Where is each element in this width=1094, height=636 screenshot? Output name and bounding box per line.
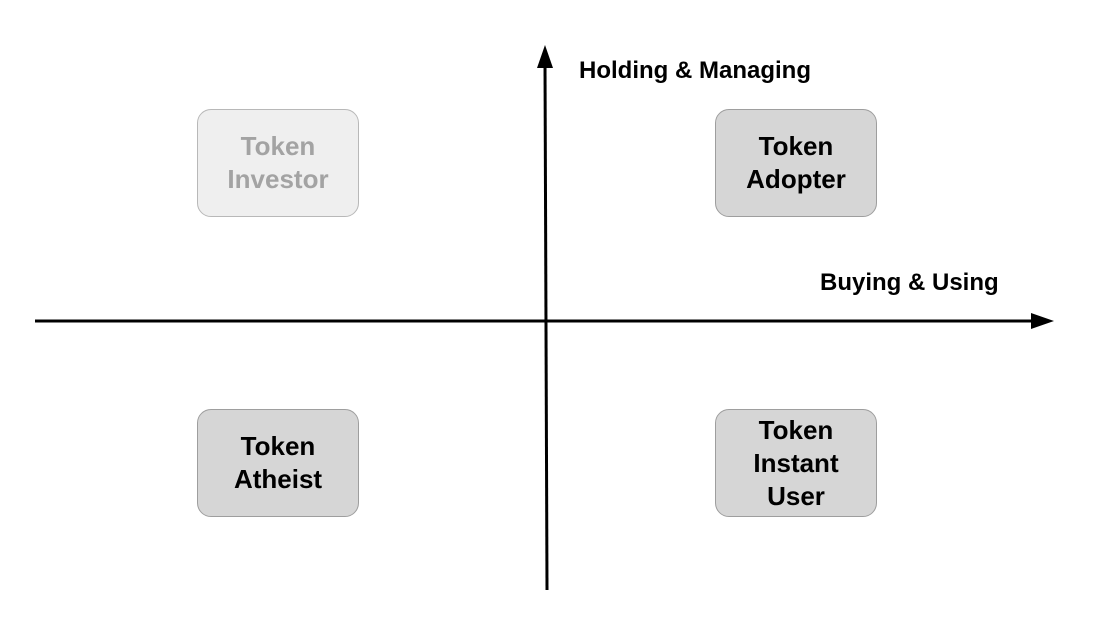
box-label-line: Token	[240, 131, 316, 161]
token-adopter-box: Token Adopter	[715, 109, 877, 217]
box-label-line: Token	[758, 131, 834, 161]
box-label-line: Investor	[227, 164, 329, 194]
horizontal-axis-arrowhead	[1031, 313, 1054, 329]
box-label-line: Instant	[753, 447, 839, 478]
box-label-line: Token	[758, 414, 834, 445]
vertical-axis-line	[543, 63, 549, 591]
token-investor-box: Token Investor	[197, 109, 359, 217]
box-label-line: Adopter	[746, 164, 846, 194]
token-atheist-box: Token Atheist	[197, 409, 359, 517]
vertical-axis-arrowhead	[537, 45, 553, 68]
horizontal-axis-label: Buying & Using	[820, 269, 999, 296]
box-label-line: User	[767, 480, 825, 511]
box-label-line: Token	[240, 431, 316, 461]
token-instant-user-box: Token Instant User	[715, 409, 877, 517]
box-label-line: Atheist	[233, 464, 323, 494]
vertical-axis-label: Holding & Managing	[579, 57, 811, 84]
